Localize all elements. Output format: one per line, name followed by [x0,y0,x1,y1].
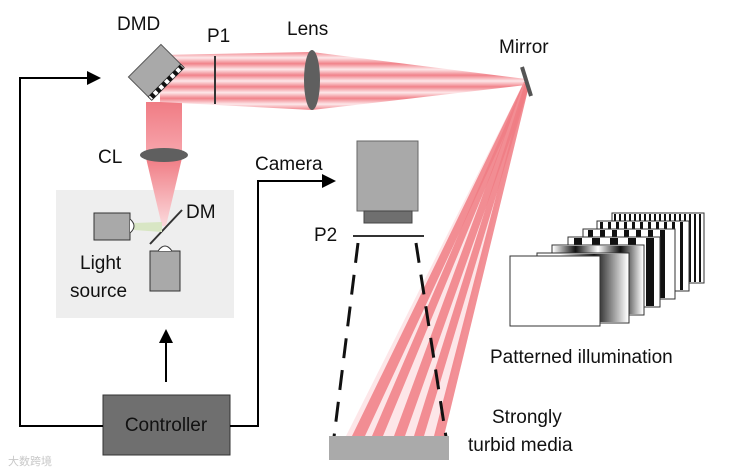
camera-icon [356,140,419,224]
fringe-beam-diagonal [346,82,529,436]
label-patterned-illumination: Patterned illumination [490,347,673,368]
cylindrical-lens-icon [140,148,188,162]
label-turbid-media: turbid media [468,435,573,456]
label-dm: DM [186,202,216,223]
arrow-head-light [159,329,173,343]
label-dmd: DMD [117,14,161,35]
mirror-icon [520,66,533,97]
dichroic-mirror-icon [149,209,183,245]
dmd-chip-icon [127,43,185,101]
light-source-bottom-icon [149,245,181,292]
converging-beam [146,158,182,226]
lens-icon [304,50,320,110]
camera-fov-right [414,242,448,438]
controller-to-camera-line [230,180,324,427]
controller-box [102,394,231,456]
light-source-panel [56,190,234,318]
vertical-beam [146,102,182,154]
label-camera: Camera [255,154,323,175]
label-cl: CL [98,147,123,168]
arrow-head-camera [322,174,336,188]
pattern-card-0 [509,255,601,327]
arrow-head-dmd [87,71,101,85]
fringe-beam-top [160,52,526,110]
label-p2: P2 [314,225,338,246]
light-source-icon [93,212,135,241]
watermark-logo: 大数跨境 [8,455,52,468]
label-source: source [70,281,128,302]
label-p1: P1 [207,26,231,47]
label-light: Light [80,253,122,274]
label-lens: Lens [287,19,329,40]
label-mirror: Mirror [499,37,549,58]
camera-fov-left [332,242,360,438]
turbid-media-slab [329,436,449,460]
label-strongly: Strongly [492,407,562,428]
controller-to-dmd-line [19,77,103,427]
controller-label: Controller [125,415,208,436]
side-beam [134,222,162,232]
